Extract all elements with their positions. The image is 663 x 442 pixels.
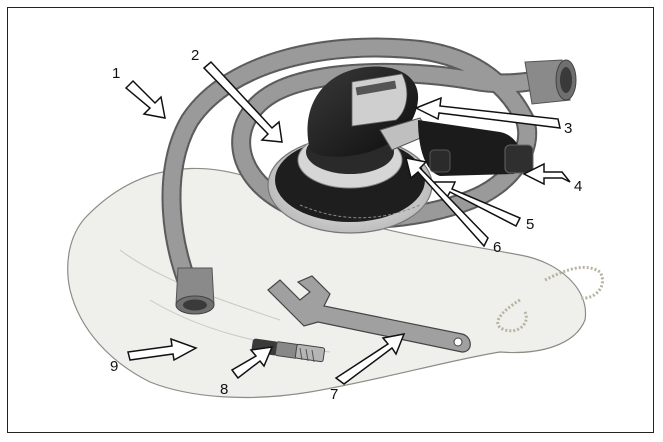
arrow-2 (202, 60, 283, 143)
arrow-9 (127, 337, 198, 362)
callout-3: 3 (564, 120, 572, 137)
arrow-7 (334, 333, 406, 385)
callout-8: 8 (220, 381, 228, 398)
callout-numbers: 1 2 3 4 5 6 7 8 9 (110, 47, 582, 403)
callout-4: 4 (574, 178, 582, 195)
callout-6: 6 (493, 239, 501, 256)
callout-1: 1 (112, 65, 120, 82)
callout-arrows (124, 60, 571, 385)
callout-7: 7 (330, 386, 338, 403)
arrow-6 (404, 157, 489, 248)
arrow-1 (124, 79, 166, 119)
callout-5: 5 (526, 216, 534, 233)
spanner (267, 275, 471, 353)
callout-2: 2 (191, 47, 199, 64)
arrow-3 (414, 96, 561, 129)
arrow-4 (522, 162, 571, 186)
arrow-8 (230, 346, 274, 380)
callout-9: 9 (110, 358, 118, 375)
orbital-sander (267, 66, 534, 234)
